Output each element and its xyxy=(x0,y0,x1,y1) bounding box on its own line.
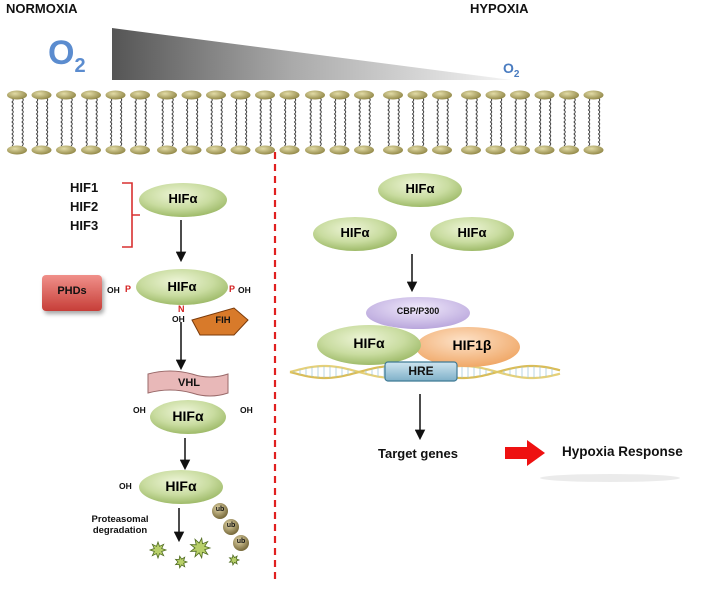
oxygen-high-subscript: 2 xyxy=(74,54,86,77)
lipid-pair-5 xyxy=(130,90,150,155)
fih-label: FIH xyxy=(215,315,231,326)
target-genes-label: Target genes xyxy=(378,446,458,461)
oxygen-low-subscript: 2 xyxy=(513,68,520,80)
lipid-pair-8 xyxy=(206,90,226,155)
oxygen-high-label: O2 xyxy=(48,34,86,78)
cbp-p300-node xyxy=(366,297,470,329)
lipid-pair-13 xyxy=(329,90,350,155)
ub-label-1: ub xyxy=(215,506,225,513)
lipid-pair-2 xyxy=(56,90,76,155)
ubiquitin-3 xyxy=(233,535,249,551)
oxygen-gradient-wedge xyxy=(112,28,512,80)
phds-box xyxy=(42,275,102,311)
lipid-pair-19 xyxy=(485,90,506,155)
hif-isoform-1: HIF1 xyxy=(70,180,99,195)
hif-alpha-node-8 xyxy=(317,325,421,365)
lipid-pair-3 xyxy=(81,90,101,155)
p-label-right: P xyxy=(229,284,236,294)
hif-alpha-label-4: HIFα xyxy=(165,478,197,494)
lipid-pair-6 xyxy=(157,90,177,155)
hif-alpha-node-3 xyxy=(150,400,226,434)
fragment-4 xyxy=(228,554,241,566)
lipid-pair-23 xyxy=(583,90,604,155)
hif1-beta-node xyxy=(416,327,520,367)
fragment-3 xyxy=(189,536,212,560)
isoform-bracket xyxy=(122,182,140,248)
vhl-label: VHL xyxy=(178,377,200,389)
lipid-pair-1 xyxy=(31,90,52,155)
hif-alpha-label-8: HIFα xyxy=(353,335,385,351)
oxygen-low-label: O2 xyxy=(503,60,519,80)
hypoxia-heading: HYPOXIA xyxy=(470,1,529,16)
ub-label-2: ub xyxy=(226,522,236,529)
hif-alpha-node-4 xyxy=(139,470,223,504)
hif-alpha-label-3: HIFα xyxy=(172,408,204,424)
oh-label-vhl-right: OH xyxy=(240,405,253,415)
oxygen-low-symbol: O xyxy=(503,60,514,76)
oh-label-vhl-left: OH xyxy=(133,405,146,415)
cbp-p300-label: CBP/P300 xyxy=(396,306,440,316)
phds-label: PHDs xyxy=(57,285,87,297)
fragment-1 xyxy=(148,540,168,560)
vhl-shape xyxy=(147,370,229,397)
hif-alpha-node-1 xyxy=(139,183,227,217)
hif-isoform-list: HIF1 HIF2 HIF3 xyxy=(70,178,98,235)
hif-alpha-label-7: HIFα xyxy=(457,225,487,240)
hif-alpha-node-2 xyxy=(136,269,228,305)
ubiquitin-2 xyxy=(223,519,239,535)
oh-label-right: OH xyxy=(238,285,251,295)
oh-label-fih: OH xyxy=(172,314,185,324)
hif-alpha-node-7 xyxy=(430,217,514,251)
p-label-left: P xyxy=(125,284,132,294)
lipid-pair-11 xyxy=(279,90,300,155)
hypoxia-response-label: Hypoxia Response xyxy=(562,444,683,459)
ub-label-3: ub xyxy=(236,538,246,545)
n-label: N xyxy=(178,304,185,314)
lipid-pair-20 xyxy=(510,90,530,155)
oxygen-high-symbol: O xyxy=(48,34,75,72)
lipid-pair-17 xyxy=(432,90,452,155)
hif-alpha-label-6: HIFα xyxy=(340,225,370,240)
hif-isoform-3: HIF3 xyxy=(70,218,99,233)
hif1-beta-label: HIF1β xyxy=(452,337,492,353)
proteasomal-text: Proteasomal xyxy=(91,514,149,525)
lipid-pair-21 xyxy=(534,90,555,155)
hif-isoform-2: HIF2 xyxy=(70,199,99,214)
hre-box xyxy=(384,361,458,382)
lipid-pair-22 xyxy=(559,90,579,155)
oh-label-ub: OH xyxy=(119,481,132,491)
degradation-text: degradation xyxy=(92,525,148,536)
ubiquitin-1 xyxy=(212,503,228,519)
degradation-fragments xyxy=(148,536,241,569)
hre-label: HRE xyxy=(408,364,434,378)
oh-label-phd: OH xyxy=(107,285,120,295)
hif-alpha-label-2: HIFα xyxy=(167,279,197,294)
lipid-pair-9 xyxy=(230,90,251,155)
lipid-pair-16 xyxy=(407,90,428,155)
fragment-2 xyxy=(174,555,189,569)
lipid-pair-10 xyxy=(255,90,275,155)
cell-membrane xyxy=(7,90,604,155)
proteasomal-degradation-label: Proteasomal degradation xyxy=(80,514,160,536)
lipid-pair-12 xyxy=(305,90,325,155)
hif-alpha-label-5: HIFα xyxy=(405,181,435,196)
lipid-pair-15 xyxy=(383,90,403,155)
lipid-pair-14 xyxy=(354,90,374,155)
hif-alpha-node-5 xyxy=(378,173,462,207)
lipid-pair-7 xyxy=(181,90,202,155)
response-arrow xyxy=(505,440,545,466)
lipid-pair-0 xyxy=(7,90,27,155)
lipid-pair-4 xyxy=(105,90,126,155)
hif-alpha-label-1: HIFα xyxy=(168,191,198,206)
lipid-pair-18 xyxy=(461,90,481,155)
hif-alpha-node-6 xyxy=(313,217,397,251)
fih-shape xyxy=(191,307,249,336)
response-shadow xyxy=(540,474,680,482)
normoxia-heading: NORMOXIA xyxy=(6,1,78,16)
